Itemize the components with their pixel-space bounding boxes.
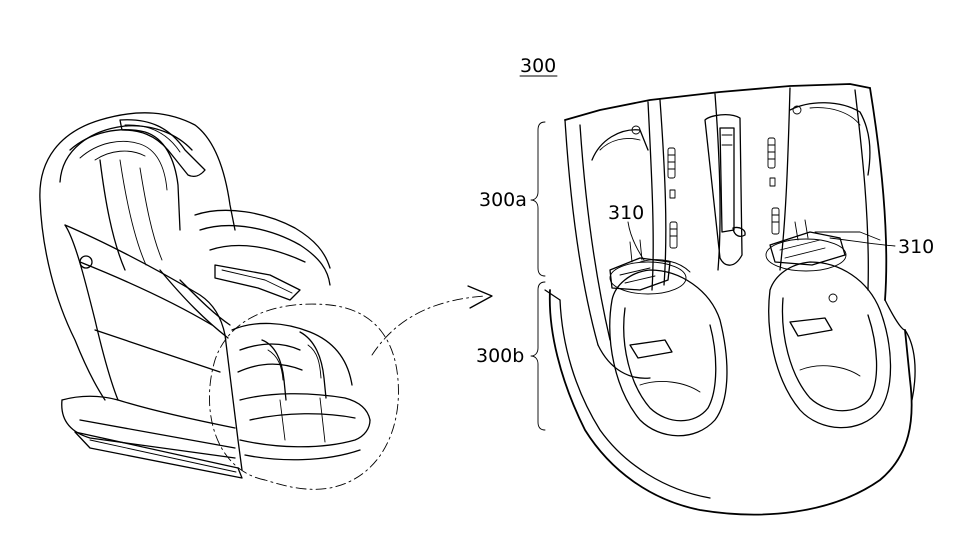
annotations bbox=[519, 75, 896, 431]
detail-circle bbox=[209, 303, 399, 490]
massage-chair bbox=[39, 112, 371, 479]
actuator-right bbox=[765, 219, 881, 272]
detail-arrow bbox=[371, 285, 493, 356]
label-300b: 300b bbox=[476, 345, 524, 367]
slot-marks-right bbox=[767, 137, 780, 235]
label-310-right: 310 bbox=[898, 236, 934, 258]
slot-marks-left bbox=[667, 147, 678, 249]
label-310-left: 310 bbox=[608, 202, 644, 224]
actuator-left bbox=[609, 239, 691, 295]
label-300: 300 bbox=[520, 55, 556, 77]
label-300a: 300a bbox=[479, 189, 527, 211]
leg-massage-unit bbox=[544, 83, 916, 516]
